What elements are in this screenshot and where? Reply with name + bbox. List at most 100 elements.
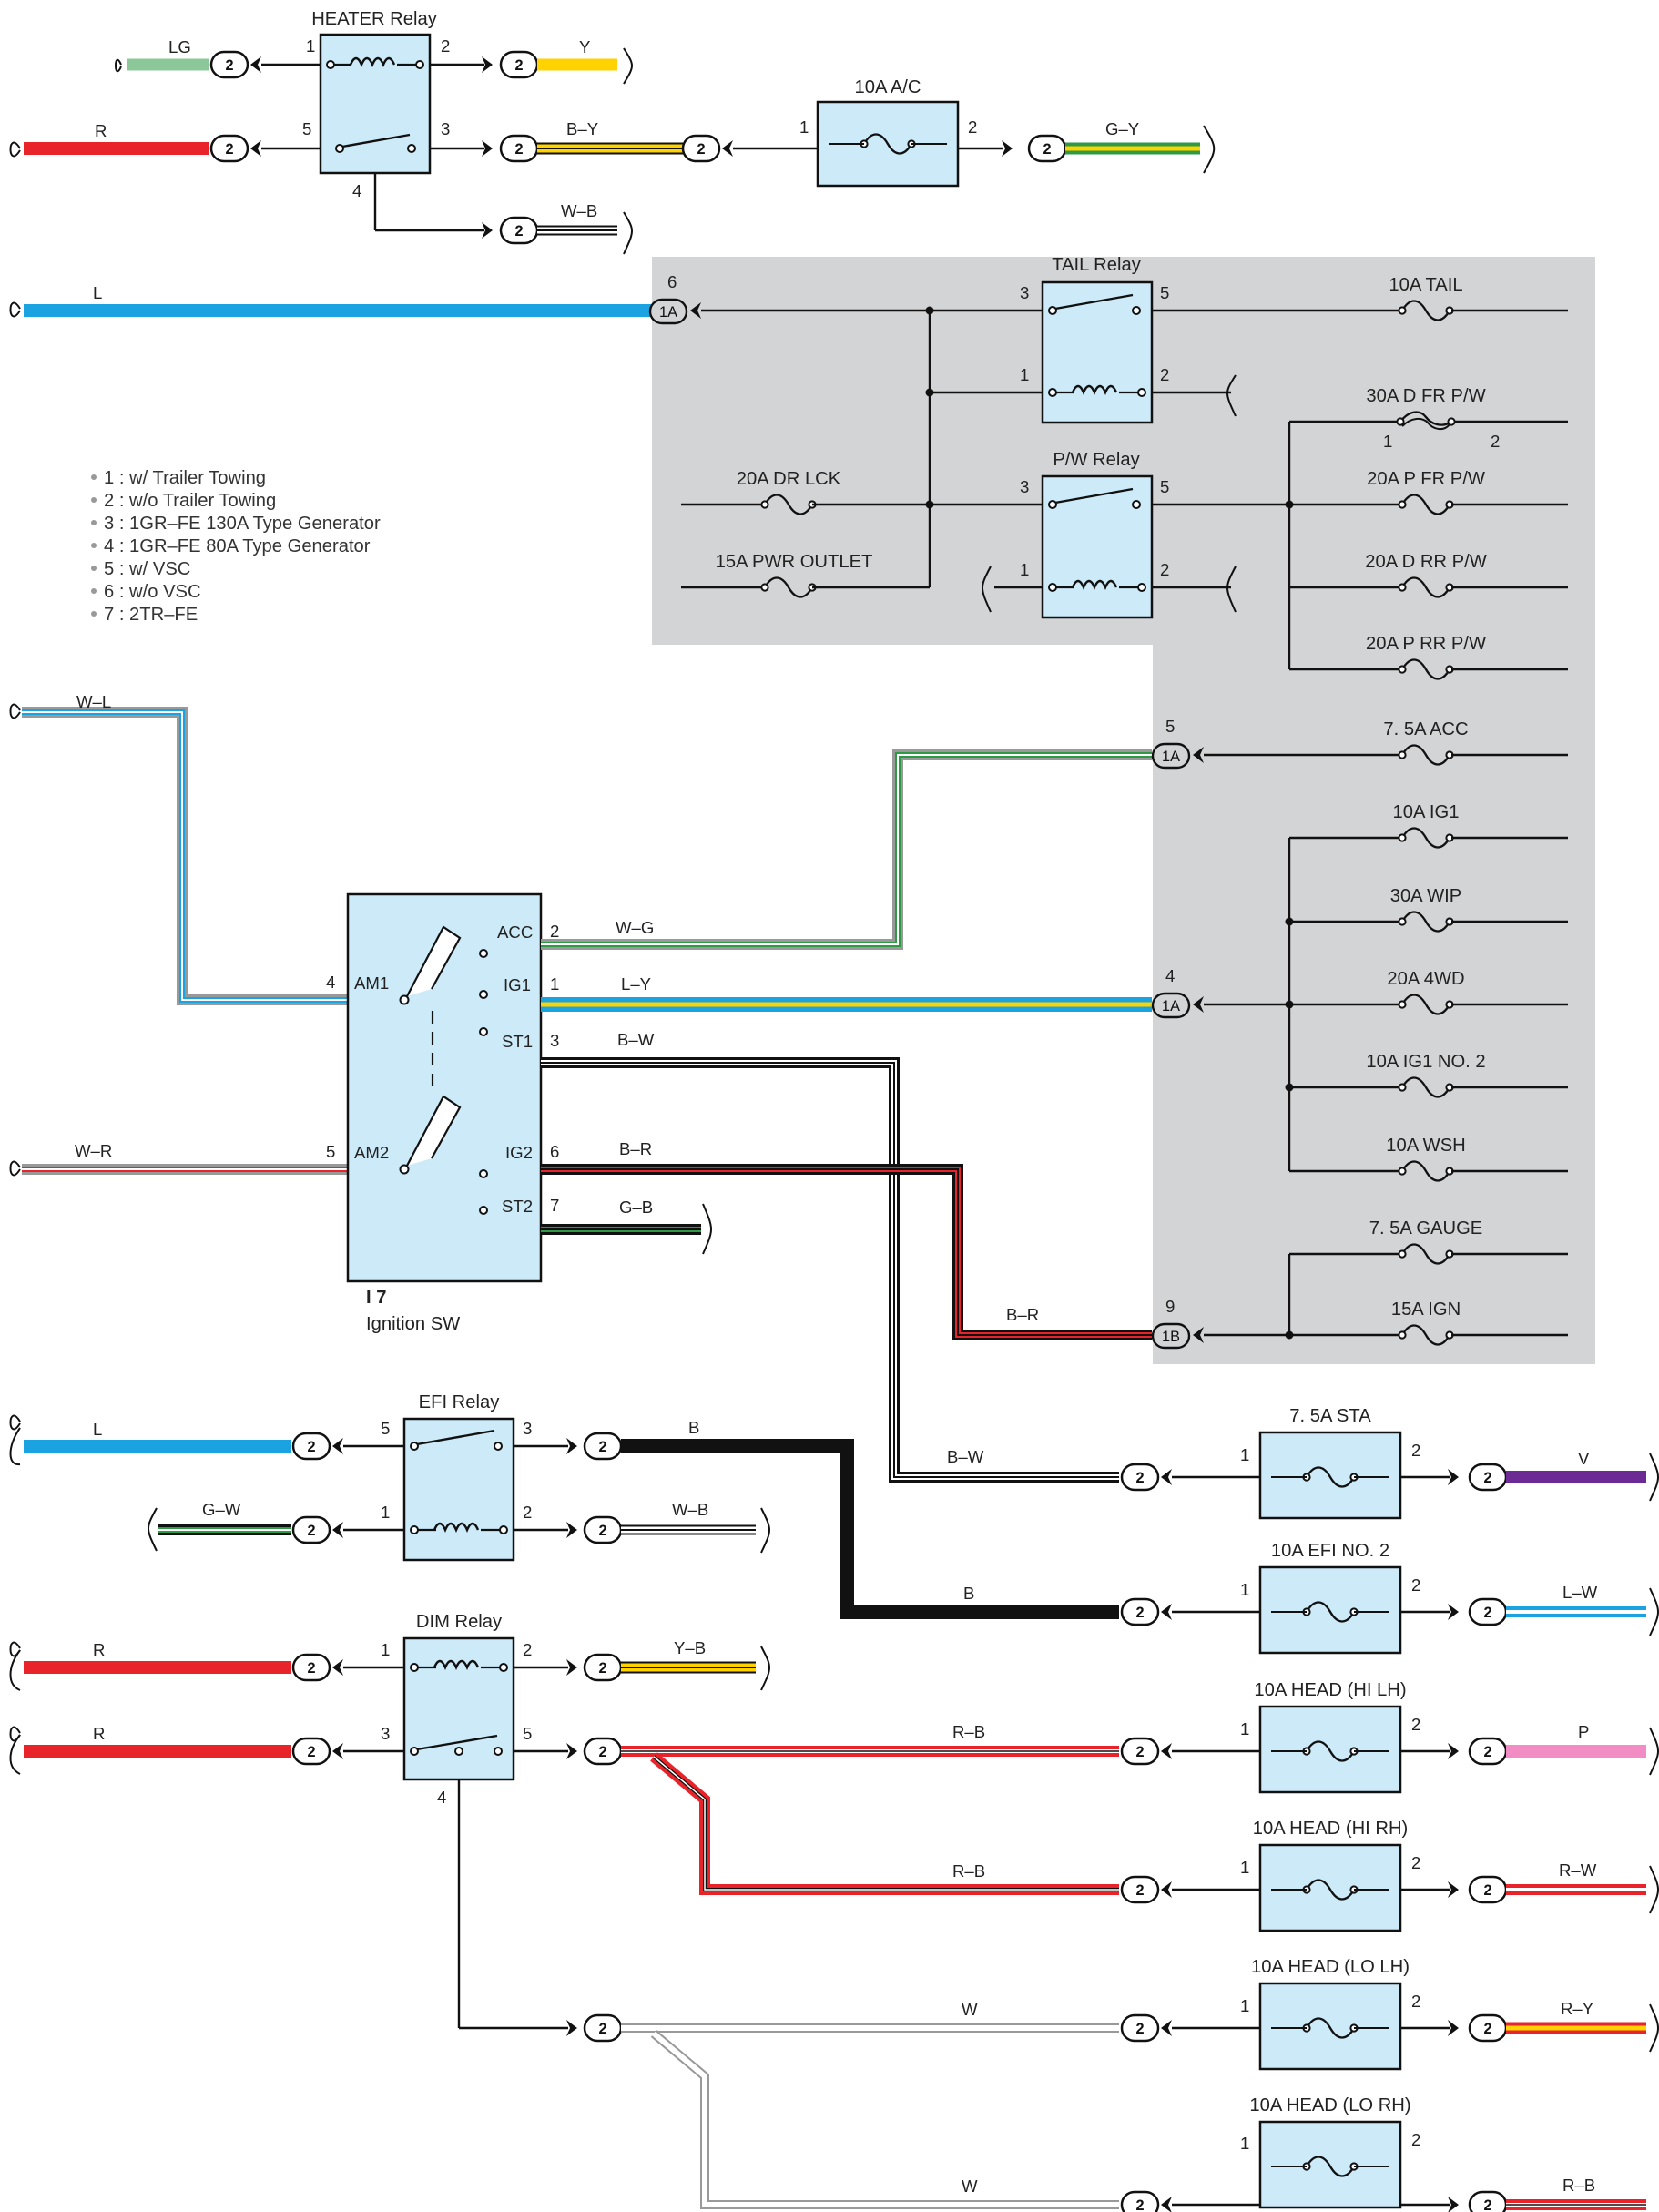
terminal-ig1: IG1 [504, 975, 531, 994]
fuse-head-lo-rh-label: 10A HEAD (LO RH) [1249, 2095, 1410, 2115]
pin-2: 2 [1411, 1992, 1420, 2011]
junction-connector-label: 1B [1162, 1329, 1180, 1345]
fuse-d-fr-pw-label: 30A D FR P/W [1366, 386, 1485, 406]
sub-pin-2: 2 [1491, 432, 1500, 451]
pin-5: 5 [1160, 283, 1169, 302]
fuse-gauge-label: 7. 5A GAUGE [1369, 1218, 1483, 1239]
connector-label: 2 [1135, 1882, 1144, 1899]
wire-label-r: R [93, 1724, 105, 1743]
pin-2: 2 [523, 1640, 532, 1659]
fuse-p-rr-pw-label: 20A P RR P/W [1366, 634, 1486, 654]
connector-label: 2 [598, 1660, 606, 1677]
wire-label-gw: G–W [202, 1500, 241, 1519]
legend-item: 7 : 2TR–FE [104, 605, 198, 625]
wire-b [621, 1439, 1119, 1619]
fuse-ig1-label: 10A IG1 [1393, 802, 1460, 822]
pin-2: 2 [1411, 1575, 1420, 1595]
pin-5: 5 [381, 1419, 390, 1438]
fuse-ac-label: 10A A/C [855, 77, 921, 97]
pin-1: 1 [306, 36, 315, 56]
pin-5: 5 [1165, 717, 1175, 736]
ignition-switch-label: Ignition SW [366, 1314, 460, 1334]
pin-1: 1 [799, 117, 809, 137]
wire-label-wb: W–B [561, 201, 597, 220]
tail-relay-label: TAIL Relay [1052, 255, 1142, 275]
fuse-head-hi-lh-label: 10A HEAD (HI LH) [1254, 1680, 1406, 1700]
wire-label-w: W [962, 2000, 978, 2019]
terminal-ig2: IG2 [505, 1143, 533, 1162]
fuse-pwr-outlet-label: 15A PWR OUTLET [716, 552, 873, 572]
connector-label: 2 [514, 223, 523, 240]
wire-label-bw: B–W [947, 1447, 984, 1466]
heater-relay-label: HEATER Relay [311, 9, 438, 29]
wire-label-bw: B–W [617, 1030, 655, 1049]
wire-label-v: V [1578, 1449, 1590, 1468]
dim-relay-label: DIM Relay [416, 1612, 503, 1632]
pin-1: 1 [550, 974, 559, 994]
connector-label: 2 [598, 1523, 606, 1539]
legend-item: 3 : 1GR–FE 130A Type Generator [104, 514, 381, 534]
wire-label-lg: LG [168, 37, 191, 56]
connector-label: 2 [1483, 1882, 1491, 1899]
wire-label-w: W [962, 2176, 978, 2196]
wire-label-wr: W–R [75, 1141, 112, 1160]
fuse-head-lo-lh-label: 10A HEAD (LO LH) [1251, 1957, 1410, 1977]
legend-item: 6 : w/o VSC [104, 582, 201, 602]
legend-item: 4 : 1GR–FE 80A Type Generator [104, 536, 371, 556]
wire-label-b: B [963, 1584, 974, 1603]
wire-label-l: L [93, 1420, 102, 1439]
terminal-st1: ST1 [502, 1032, 533, 1051]
pin-1: 1 [1020, 560, 1029, 579]
wire-label-r: R [95, 121, 107, 140]
wire-wg [541, 752, 1152, 947]
pin-2: 2 [441, 36, 450, 56]
pin-1: 1 [1240, 2134, 1249, 2153]
efi-relay [402, 1417, 515, 1562]
wire-label-wb: W–B [672, 1500, 708, 1519]
pin-1: 1 [381, 1640, 390, 1659]
fuse-d-rr-pw-label: 20A D RR P/W [1365, 552, 1487, 572]
pw-relay-label: P/W Relay [1053, 450, 1140, 470]
pin-4: 4 [437, 1788, 446, 1807]
connector-label: 2 [1135, 2197, 1144, 2212]
wire-label-gb: G–B [619, 1198, 653, 1217]
connector-label: 2 [307, 1744, 315, 1760]
connector-label: 2 [1483, 1605, 1491, 1621]
legend-item: 5 : w/ VSC [104, 559, 190, 579]
pin-2: 2 [523, 1503, 532, 1522]
pin-5: 5 [1160, 477, 1169, 496]
junction-connector-label: 1A [1162, 998, 1180, 1014]
tail-relay [1041, 280, 1154, 424]
pin-3: 3 [381, 1724, 390, 1743]
pin-1: 1 [1240, 1858, 1249, 1877]
connector-label: 2 [1135, 1470, 1144, 1486]
wire-label-rb: R–B [952, 1861, 985, 1881]
connector-label: 2 [225, 141, 233, 158]
wire-label-b: B [688, 1418, 699, 1437]
legend: 1 : w/ Trailer Towing 2 : w/o Trailer To… [91, 468, 381, 625]
pin-3: 3 [550, 1031, 559, 1050]
fuse-ign-label: 15A IGN [1391, 1300, 1461, 1320]
ignition-switch-code: I 7 [366, 1288, 386, 1308]
wire-label-br: B–R [1006, 1305, 1039, 1324]
pin-6: 6 [667, 272, 677, 291]
pin-7: 7 [550, 1196, 559, 1215]
wire-br [541, 1167, 1152, 1338]
fuse-sta-label: 7. 5A STA [1289, 1406, 1371, 1426]
junction-connector-1a [1151, 742, 1191, 770]
connector-label: 2 [1135, 1605, 1144, 1621]
connector-label: 2 [598, 2021, 606, 2037]
terminal-st2: ST2 [502, 1197, 533, 1216]
connector-label: 2 [1043, 141, 1051, 158]
legend-item: 1 : w/ Trailer Towing [104, 468, 266, 488]
sub-pin-1: 1 [1383, 432, 1392, 451]
wire-label-r: R [93, 1640, 105, 1659]
fuse-acc-label: 7. 5A ACC [1383, 719, 1468, 739]
wire-label-rb: R–B [952, 1722, 985, 1741]
wire-label-y: Y [579, 37, 590, 56]
wire-bw [541, 1060, 1119, 1480]
wire-label-wl: W–L [76, 692, 111, 711]
right-fuse-column: 2 7. 5A STA 1 2 2 V 2 10A EFI NO. 2 1 2 … [1120, 1406, 1659, 2212]
pin-2: 2 [1411, 2130, 1420, 2149]
